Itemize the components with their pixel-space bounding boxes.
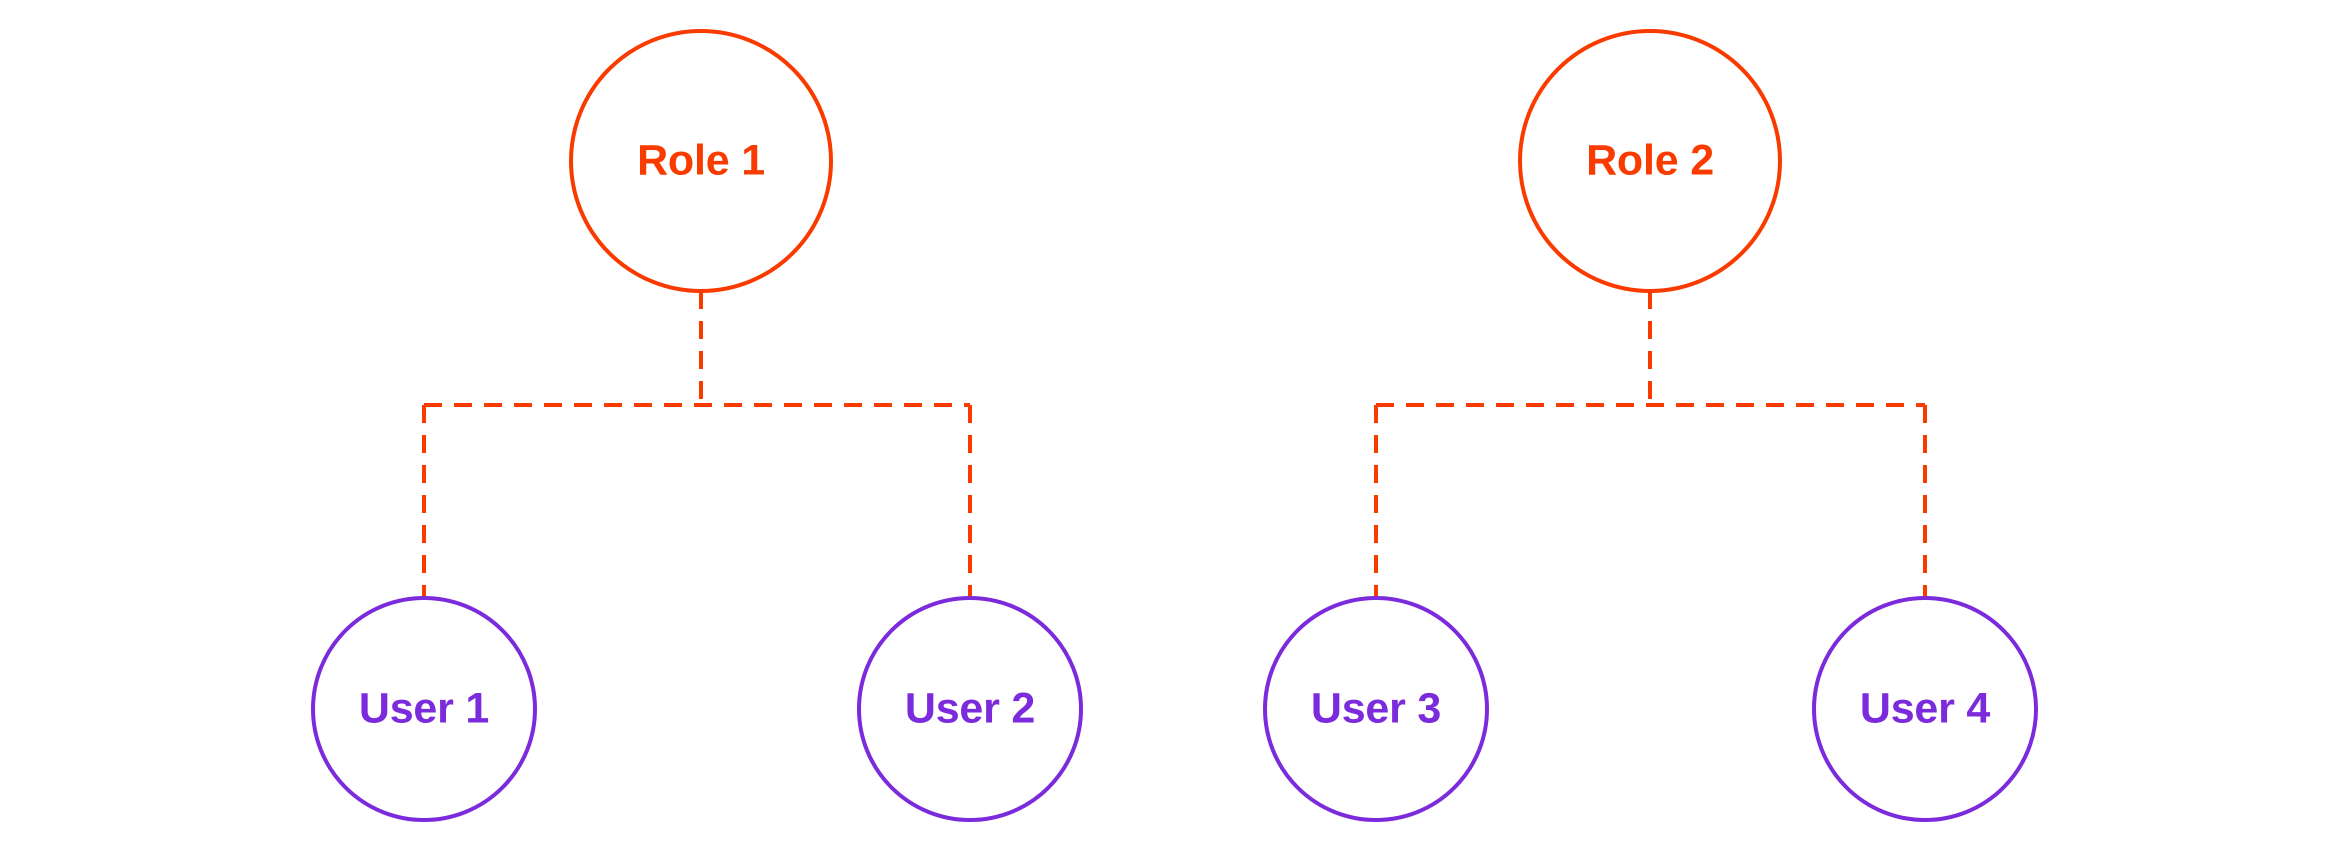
node-user-3[interactable]: User 3: [1263, 596, 1489, 822]
role-1-circle[interactable]: [569, 29, 833, 293]
user-2-label: User 2: [905, 684, 1035, 732]
node-role-2[interactable]: Role 2: [1518, 29, 1782, 293]
node-user-1[interactable]: User 1: [311, 596, 537, 822]
role-2-circle[interactable]: [1518, 29, 1782, 293]
connector-group-role-1: [422, 291, 972, 598]
user-1-label: User 1: [359, 684, 489, 732]
role-2-label: Role 2: [1586, 136, 1714, 184]
role-1-label: Role 1: [637, 136, 765, 184]
connector-group-role-2: [1374, 291, 1927, 598]
user-3-circle[interactable]: [1263, 596, 1489, 822]
user-4-label: User 4: [1860, 684, 1991, 732]
node-user-2[interactable]: User 2: [857, 596, 1083, 822]
user-2-circle[interactable]: [857, 596, 1083, 822]
user-3-label: User 3: [1311, 684, 1441, 732]
user-4-circle[interactable]: [1812, 596, 2038, 822]
node-role-1[interactable]: Role 1: [569, 29, 833, 293]
user-1-circle[interactable]: [311, 596, 537, 822]
node-user-4[interactable]: User 4: [1812, 596, 2038, 822]
